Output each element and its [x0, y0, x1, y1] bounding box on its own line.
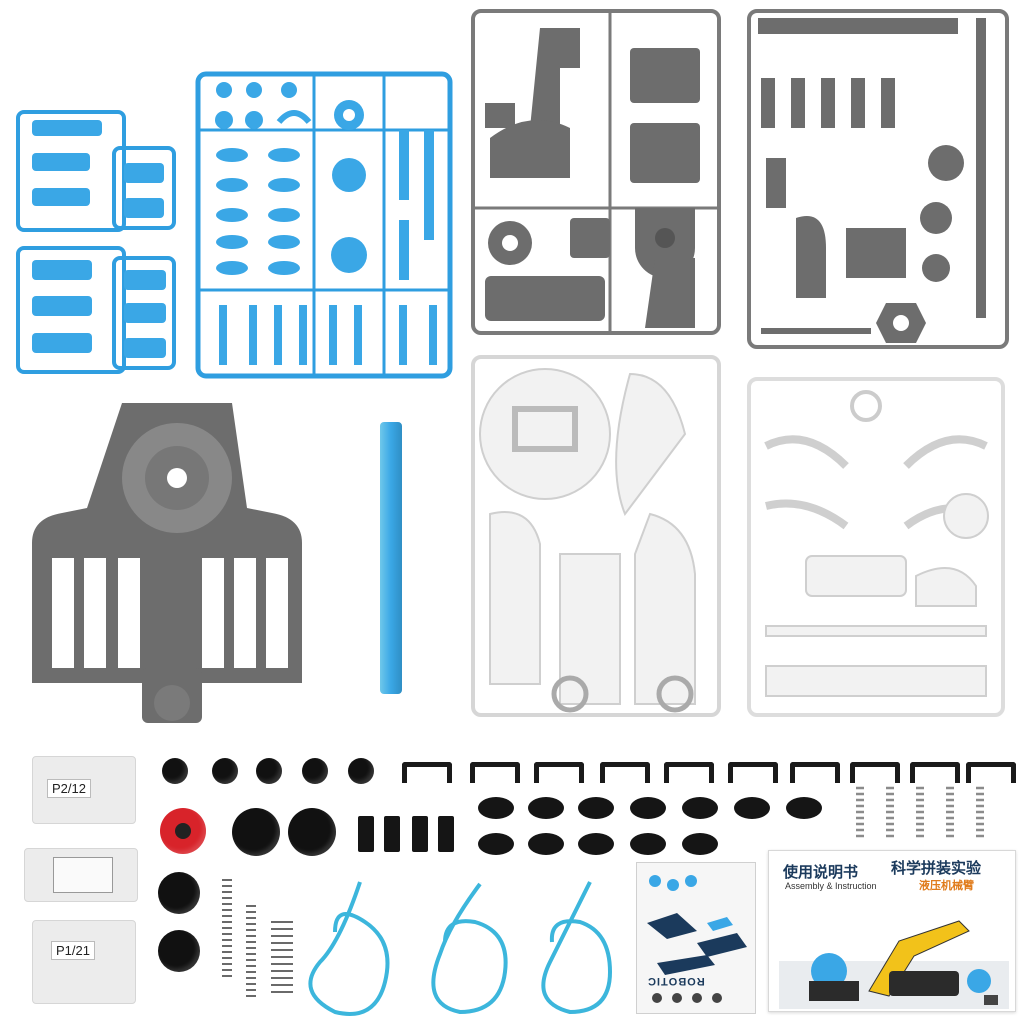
rubber-cap [212, 758, 238, 784]
product-title-cn: 科学拼装实验 [891, 860, 982, 877]
bag-label: P1/21 [51, 941, 95, 960]
rubber-cap [256, 758, 282, 784]
rubber-cap-large [158, 872, 200, 914]
springs-right [856, 786, 984, 838]
white-sprue-2 [747, 377, 1005, 717]
black-clip [470, 762, 520, 783]
rubber-cap [162, 758, 188, 784]
manual-title-cn: 使用说明书 [783, 864, 859, 881]
grease-sachet [53, 857, 113, 893]
springs-left [222, 879, 293, 997]
rubber-suction-cup [288, 808, 336, 856]
sticker-brand: ROBOTIC [647, 975, 705, 987]
white-sprue-1 [471, 355, 721, 717]
screw-bag-p1: P1/21 [32, 920, 136, 1004]
blue-tubes [308, 881, 613, 1016]
black-clip [728, 762, 778, 783]
rubber-block [412, 816, 428, 852]
manual-robot-arm-image [779, 920, 1009, 1009]
rubber-suction-cup [232, 808, 280, 856]
rubber-cap [302, 758, 328, 784]
manual-title-en: Assembly & Instruction [785, 881, 877, 891]
bag-label: P2/12 [47, 779, 91, 798]
rubber-block [384, 816, 400, 852]
blue-rod [380, 422, 402, 694]
rubber-block [438, 816, 454, 852]
piston-seals [478, 797, 822, 855]
rubber-block [358, 816, 374, 852]
sticker-sheet: ROBOTIC [636, 862, 756, 1014]
black-clip [910, 762, 960, 783]
sticker-graphics [647, 875, 747, 1003]
blue-sprue-large [195, 71, 453, 379]
blue-sprue-small [16, 110, 176, 374]
instruction-manual: 使用说明书 Assembly & Instruction 科学拼装实验 液压机械… [768, 850, 1016, 1012]
rubber-cap [348, 758, 374, 784]
black-clip [850, 762, 900, 783]
grease-packet [24, 848, 138, 902]
black-clip [664, 762, 714, 783]
black-clip [402, 762, 452, 783]
black-clip [534, 762, 584, 783]
grey-sprue-1 [471, 9, 721, 335]
product-subtitle-cn: 液压机械臂 [919, 880, 974, 892]
black-clip [600, 762, 650, 783]
rubber-cap-large [158, 930, 200, 972]
black-clip [966, 762, 1016, 783]
screw-bag-p2: P2/12 [32, 756, 136, 824]
red-gear-wheel [160, 808, 206, 854]
grey-sprue-2 [747, 9, 1009, 349]
grey-base-frame [32, 403, 302, 723]
black-clip [790, 762, 840, 783]
